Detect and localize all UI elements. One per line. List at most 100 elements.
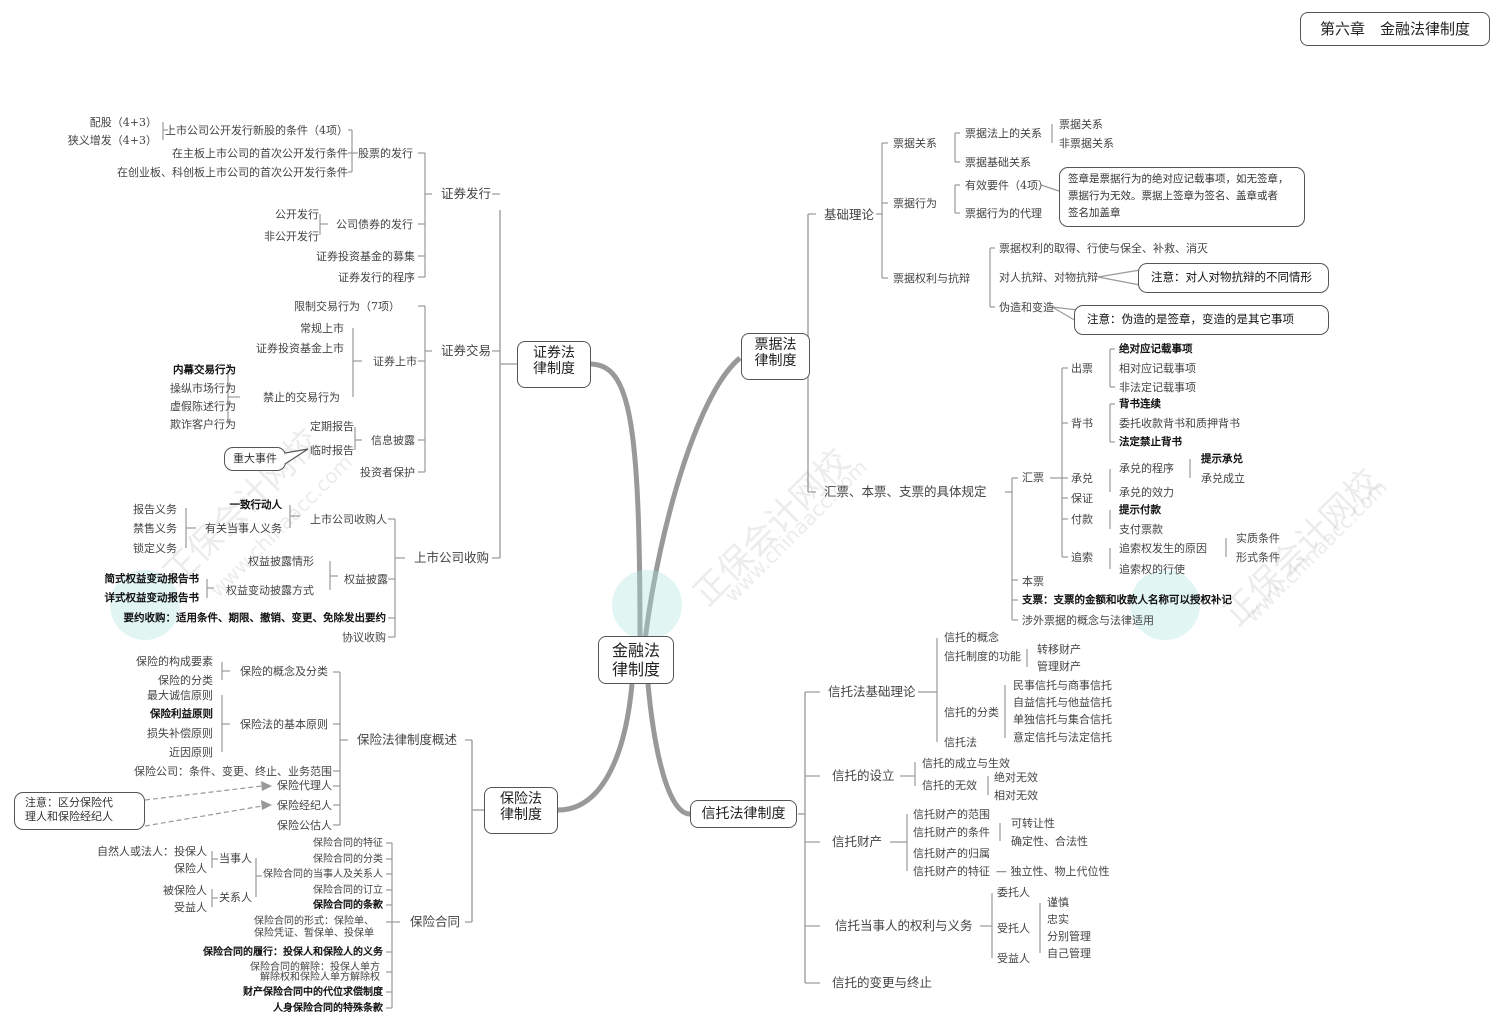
node-insurance-concept[interactable]: 保险的概念及分类 — [240, 665, 328, 678]
node-property-conditions[interactable]: 信托财产的条件 — [913, 826, 990, 839]
node-accept-formed[interactable]: 承兑成立 — [1201, 472, 1245, 485]
node-segregation[interactable]: 分别管理 — [1047, 930, 1091, 943]
node-investor-protection[interactable]: 投资者保护 — [360, 466, 415, 479]
node-instrument-rel[interactable]: 票据关系 — [1059, 118, 1103, 131]
node-trust-formation[interactable]: 信托的成立与生效 — [922, 757, 1010, 770]
node-report-duty[interactable]: 报告义务 — [133, 503, 177, 516]
node-insurance-contract[interactable]: 保险合同 — [410, 914, 461, 929]
node-acquisition[interactable]: 上市公司收购 — [414, 550, 490, 565]
node-settlor[interactable]: 委托人 — [997, 886, 1030, 899]
node-trust-basic[interactable]: 信托法基础理论 — [828, 684, 916, 699]
node-defenses[interactable]: 对人抗辩、对物抗辩 — [999, 271, 1098, 284]
node-absolute-invalid[interactable]: 绝对无效 — [994, 771, 1038, 784]
node-prohibited-endorse[interactable]: 法定禁止背书 — [1119, 436, 1182, 448]
node-manage-property[interactable]: 管理财产 — [1037, 660, 1081, 673]
node-periodic-report[interactable]: 定期报告 — [310, 420, 354, 433]
node-contract-related[interactable]: 关系人 — [219, 891, 252, 904]
node-endorse-continuity[interactable]: 背书连续 — [1119, 398, 1161, 410]
node-disclosure-method[interactable]: 权益变动披露方式 — [226, 584, 314, 597]
node-insurance-overview[interactable]: 保险法律制度概述 — [357, 732, 458, 747]
node-accept-effect[interactable]: 承兑的效力 — [1119, 486, 1174, 499]
node-issue-procedure[interactable]: 证券发行的程序 — [338, 271, 415, 284]
node-absolute-items[interactable]: 绝对应记载事项 — [1119, 343, 1193, 355]
node-manipulation[interactable]: 操纵市场行为 — [170, 382, 236, 395]
node-transfer-property[interactable]: 转移财产 — [1037, 643, 1081, 656]
node-trust-parties[interactable]: 信托当事人的权利与义务 — [835, 918, 973, 933]
node-non-statutory-items[interactable]: 非法定记载事项 — [1119, 381, 1196, 394]
node-present-accept[interactable]: 提示承兑 — [1201, 453, 1243, 465]
node-trust-law[interactable]: 信托法 — [944, 736, 977, 749]
node-validity-req[interactable]: 有效要件（4项） — [965, 179, 1049, 192]
node-trust-type-3[interactable]: 单独信托与集合信托 — [1013, 713, 1112, 726]
node-rights-defenses[interactable]: 票据权利与抗辩 — [893, 272, 970, 285]
node-legal-relation[interactable]: 票据法上的关系 — [965, 127, 1042, 140]
node-insider-trading[interactable]: 内幕交易行为 — [173, 364, 236, 376]
node-fund-raise[interactable]: 证券投资基金的募集 — [316, 250, 415, 263]
node-self-management[interactable]: 自己管理 — [1047, 947, 1091, 960]
node-substantive-cond[interactable]: 实质条件 — [1236, 532, 1280, 545]
node-contract-termination-2[interactable]: 解除权和保险人单方解除权 — [260, 972, 380, 983]
node-beneficiary[interactable]: 受益人 — [174, 901, 207, 914]
node-contract-performance[interactable]: 保险合同的履行：投保人和保险人的义务 — [203, 947, 383, 958]
node-accept-procedure[interactable]: 承兑的程序 — [1119, 462, 1174, 475]
branch-instruments[interactable]: 票据法 律制度 — [741, 333, 810, 380]
node-present-payment[interactable]: 提示付款 — [1119, 504, 1161, 516]
node-trust-function[interactable]: 信托制度的功能 — [944, 650, 1021, 663]
node-act-agency[interactable]: 票据行为的代理 — [965, 207, 1042, 220]
node-trust-property[interactable]: 信托财产 — [832, 834, 883, 849]
node-policyholder[interactable]: 自然人或法人：投保人 — [97, 845, 207, 858]
node-proximate-cause[interactable]: 近因原则 — [169, 746, 213, 759]
node-contract-formation[interactable]: 保险合同的订立 — [313, 885, 383, 896]
node-guarantee[interactable]: 保证 — [1071, 492, 1093, 505]
node-stock-cond-2[interactable]: 在主板上市公司的首次公开发行条件 — [172, 147, 348, 160]
node-contract-types[interactable]: 保险合同的分类 — [313, 854, 383, 865]
node-trust-type-1[interactable]: 民事信托与商事信托 — [1013, 679, 1112, 692]
node-stock-issue[interactable]: 股票的发行 — [358, 147, 413, 160]
node-trust-invalid[interactable]: 信托的无效 — [922, 779, 977, 792]
node-simple-report[interactable]: 简式权益变动报告书 — [104, 573, 200, 585]
node-definite-legal[interactable]: 确定性、合法性 — [1011, 835, 1088, 848]
node-detailed-report[interactable]: 详式权益变动报告书 — [104, 592, 200, 604]
node-trustee[interactable]: 受托人 — [997, 922, 1030, 935]
node-contract-party[interactable]: 当事人 — [219, 852, 252, 865]
node-basic-theory[interactable]: 基础理论 — [824, 207, 875, 222]
node-private-placement[interactable]: 狭义增发（4+3） — [67, 134, 157, 147]
node-insurance-broker[interactable]: 保险经纪人 — [277, 799, 332, 812]
node-contract-terms[interactable]: 保险合同的条款 — [313, 900, 383, 911]
branch-insurance[interactable]: 保险法 律制度 — [484, 787, 558, 834]
node-trust-type-4[interactable]: 意定信托与法定信托 — [1013, 731, 1112, 744]
node-acquirer[interactable]: 上市公司收购人 — [310, 513, 387, 526]
node-recourse[interactable]: 追索 — [1071, 551, 1093, 564]
node-restrict-trading[interactable]: 限制交易行为（7项） — [294, 300, 400, 313]
node-forgery[interactable]: 伪造和变造 — [999, 301, 1054, 314]
node-contract-parties[interactable]: 保险合同的当事人及关系人 — [263, 869, 383, 880]
node-property-features[interactable]: 信托财产的特征 — [913, 865, 990, 878]
node-insurable-interest[interactable]: 保险利益原则 — [150, 708, 213, 720]
node-life-clauses[interactable]: 人身保险合同的特殊条款 — [273, 1003, 383, 1014]
node-payment[interactable]: 付款 — [1071, 513, 1093, 526]
node-contract-form-2[interactable]: 保险凭证、暂保单、投保单 — [254, 928, 374, 939]
node-false-statement[interactable]: 虚假陈述行为 — [170, 400, 236, 413]
node-trading[interactable]: 证券交易 — [441, 343, 492, 358]
node-contract-form-1[interactable]: 保险合同的形式：保险单、 — [254, 916, 374, 927]
node-promissory[interactable]: 本票 — [1022, 575, 1044, 588]
node-utmost-good-faith[interactable]: 最大诚信原则 — [147, 689, 213, 702]
node-non-instrument-rel[interactable]: 非票据关系 — [1059, 137, 1114, 150]
node-bill[interactable]: 汇票 — [1022, 471, 1044, 484]
node-lockup-duty[interactable]: 锁定义务 — [133, 542, 177, 555]
node-prudence[interactable]: 谨慎 — [1047, 896, 1069, 909]
node-property-scope[interactable]: 信托财产的范围 — [913, 808, 990, 821]
node-underlying-relation[interactable]: 票据基础关系 — [965, 156, 1031, 169]
node-foreign-instruments[interactable]: 涉外票据的概念与法律适用 — [1022, 614, 1154, 627]
node-trust-establish[interactable]: 信托的设立 — [832, 768, 895, 783]
node-concert-party[interactable]: 一致行动人 — [229, 499, 283, 511]
node-trust-beneficiary[interactable]: 受益人 — [997, 952, 1030, 965]
node-insurer[interactable]: 保险人 — [174, 862, 207, 875]
node-rights-issue[interactable]: 配股（4+3） — [89, 116, 157, 129]
node-property-ownership[interactable]: 信托财产的归属 — [913, 847, 990, 860]
root-node[interactable]: 金融法 律制度 — [598, 636, 674, 684]
branch-securities[interactable]: 证券法 律制度 — [517, 341, 591, 388]
node-instrument-relation[interactable]: 票据关系 — [893, 137, 937, 150]
node-cheque[interactable]: 支票：支票的金额和收款人名称可以授权补记 — [1022, 594, 1232, 606]
node-specific-rules[interactable]: 汇票、本票、支票的具体规定 — [824, 484, 987, 499]
